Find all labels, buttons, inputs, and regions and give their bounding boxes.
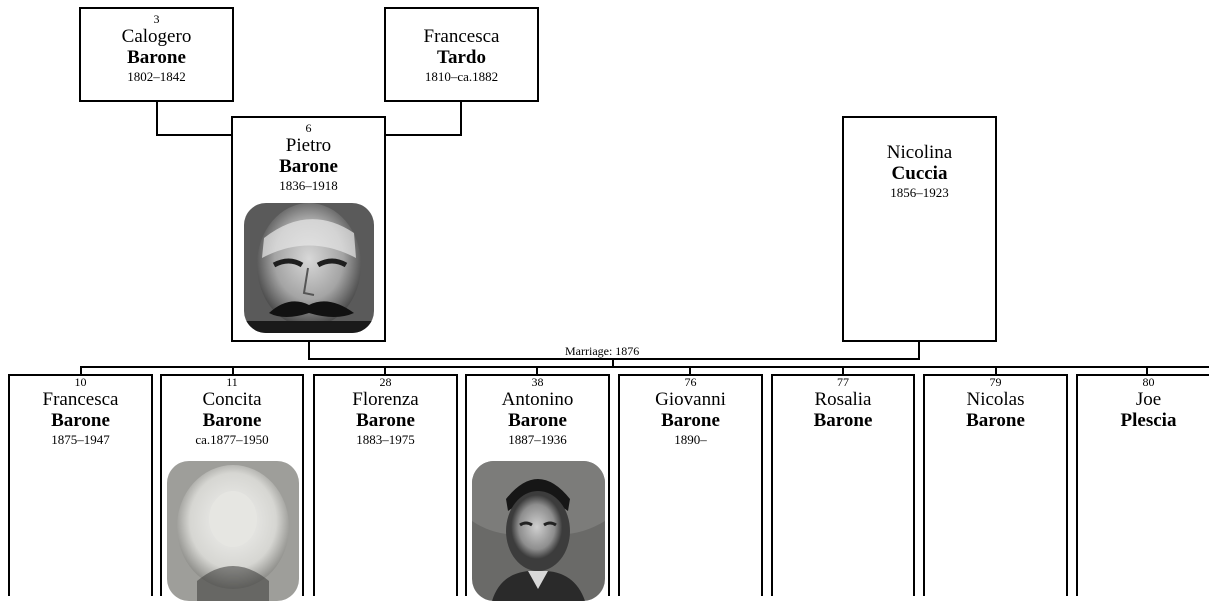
person-given-name: Florenza [352, 389, 419, 410]
person-card-concita[interactable]: 11 Concita Barone ca.1877–1950 [160, 374, 304, 601]
person-card-antonino[interactable]: 38 Antonino Barone 1887–1936 [465, 374, 610, 601]
child-drop-7 [995, 366, 997, 376]
person-card-francesca-tardo[interactable]: Francesca Tardo 1810–ca.1882 [384, 7, 539, 102]
portrait-photo[interactable] [472, 461, 605, 601]
person-card-pietro[interactable]: 6 Pietro Barone 1836–1918 [231, 116, 386, 342]
person-surname: Barone [966, 410, 1025, 431]
child-drop-8 [1146, 366, 1148, 376]
person-surname: Plescia [1120, 410, 1177, 431]
person-given-name: Concita [202, 389, 262, 410]
person-dates: 1883–1975 [356, 432, 415, 447]
couple-connector-down [612, 358, 614, 368]
person-card-joe[interactable]: 80 Joe Plescia [1076, 374, 1209, 596]
person-card-rosalia[interactable]: 77 Rosalia Barone [771, 374, 915, 596]
person-card-nicolas[interactable]: 79 Nicolas Barone [923, 374, 1068, 596]
child-drop-2 [232, 366, 234, 376]
marriage-label: Marriage: 1876 [564, 344, 641, 358]
person-dates: ca.1877–1950 [195, 432, 269, 447]
child-drop-3 [384, 366, 386, 376]
portrait-photo[interactable] [244, 203, 374, 333]
person-dates: 1890– [674, 432, 707, 447]
parents-connector-right [460, 100, 462, 136]
person-given-name: Nicolina [886, 142, 953, 163]
person-number: 80 [1142, 375, 1155, 389]
person-surname: Barone [279, 156, 338, 177]
couple-connector-horizontal [308, 358, 920, 360]
person-surname: Tardo [437, 47, 486, 68]
person-given-name: Joe [1135, 389, 1162, 410]
person-surname: Cuccia [891, 163, 948, 184]
person-number: 38 [531, 375, 544, 389]
person-number: 10 [74, 375, 87, 389]
person-card-francesca-barone[interactable]: 10 Francesca Barone 1875–1947 [8, 374, 153, 596]
person-dates: 1875–1947 [51, 432, 110, 447]
person-given-name: Calogero [121, 26, 192, 47]
person-surname: Barone [661, 410, 720, 431]
child-drop-6 [842, 366, 844, 376]
couple-connector-right [918, 340, 920, 360]
person-surname: Barone [51, 410, 110, 431]
children-connector-horizontal [80, 366, 1209, 368]
person-given-name: Rosalia [814, 389, 872, 410]
person-given-name: Francesca [42, 389, 119, 410]
person-number: 3 [153, 12, 160, 26]
person-number: 77 [837, 375, 849, 389]
person-surname: Barone [202, 410, 262, 431]
person-dates: 1836–1918 [279, 178, 338, 193]
person-dates: 1856–1923 [890, 185, 949, 200]
child-drop-5 [689, 366, 691, 376]
person-given-name: Giovanni [655, 389, 726, 410]
person-number: 6 [305, 121, 312, 135]
person-card-nicolina[interactable]: Nicolina Cuccia 1856–1923 [842, 116, 997, 342]
parents-connector-left [156, 100, 158, 136]
couple-connector-left [308, 340, 310, 360]
person-dates: 1887–1936 [508, 432, 567, 447]
person-given-name: Antonino [501, 389, 574, 410]
person-number: 79 [989, 375, 1002, 389]
person-dates: 1810–ca.1882 [424, 69, 499, 84]
child-drop-1 [80, 366, 82, 376]
person-dates: 1802–1842 [127, 69, 186, 84]
person-card-giovanni[interactable]: 76 Giovanni Barone 1890– [618, 374, 763, 596]
person-given-name: Pietro [285, 135, 332, 156]
person-surname: Barone [813, 410, 873, 431]
person-card-calogero[interactable]: 3 Calogero Barone 1802–1842 [79, 7, 234, 102]
person-number: 76 [684, 375, 697, 389]
person-number: 28 [379, 375, 392, 389]
person-given-name: Francesca [423, 26, 500, 47]
person-card-florenza[interactable]: 28 Florenza Barone 1883–1975 [313, 374, 458, 596]
person-number: 11 [226, 375, 238, 389]
person-given-name: Nicolas [966, 389, 1025, 410]
person-surname: Barone [508, 410, 567, 431]
person-surname: Barone [356, 410, 415, 431]
portrait-photo[interactable] [167, 461, 299, 601]
person-surname: Barone [127, 47, 186, 68]
child-drop-4 [536, 366, 538, 376]
